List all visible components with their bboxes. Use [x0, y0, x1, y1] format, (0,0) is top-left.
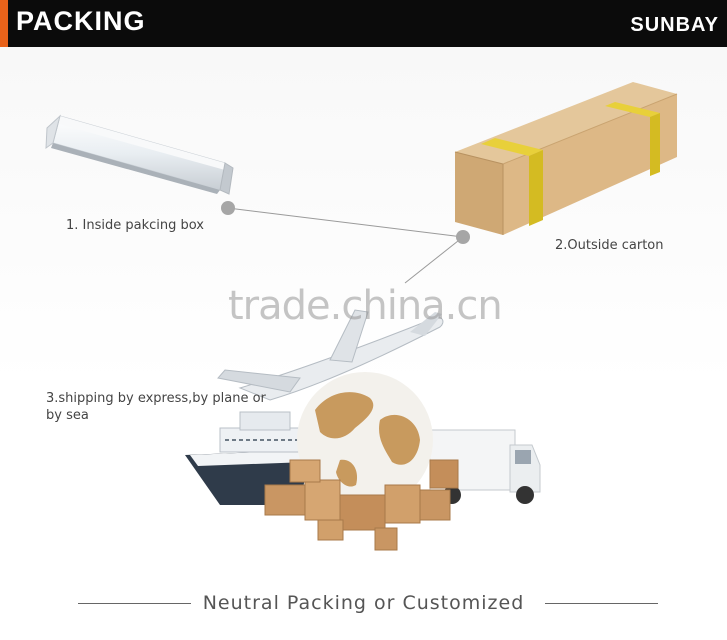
footer-rule-right — [545, 603, 658, 604]
parcel-boxes-icon — [264, 459, 459, 551]
watermark: trade.china.cn — [228, 283, 503, 329]
step-3-label: 3.shipping by express,by plane or by sea — [46, 391, 266, 423]
step-1-label: 1. Inside pakcing box — [66, 218, 205, 233]
cardboard-carton-icon — [454, 82, 678, 235]
header-bar: PACKING SUNBAY — [0, 0, 727, 47]
globe-icon — [297, 372, 433, 508]
shipping-globe-plane-ship-truck-icon — [185, 309, 541, 551]
footer-rule-left — [78, 603, 191, 604]
led-tube-light-icon — [45, 114, 234, 195]
connector-dot-1 — [221, 201, 235, 215]
brand-logo: SUNBAY — [630, 14, 719, 36]
step-2-label: 2.Outside carton — [555, 238, 664, 253]
page-title: PACKING — [16, 6, 146, 36]
airplane-icon — [217, 309, 444, 401]
connector-dot-2 — [456, 230, 470, 244]
footer-title: Neutral Packing or Customized — [202, 592, 525, 614]
header-accent — [0, 0, 8, 47]
